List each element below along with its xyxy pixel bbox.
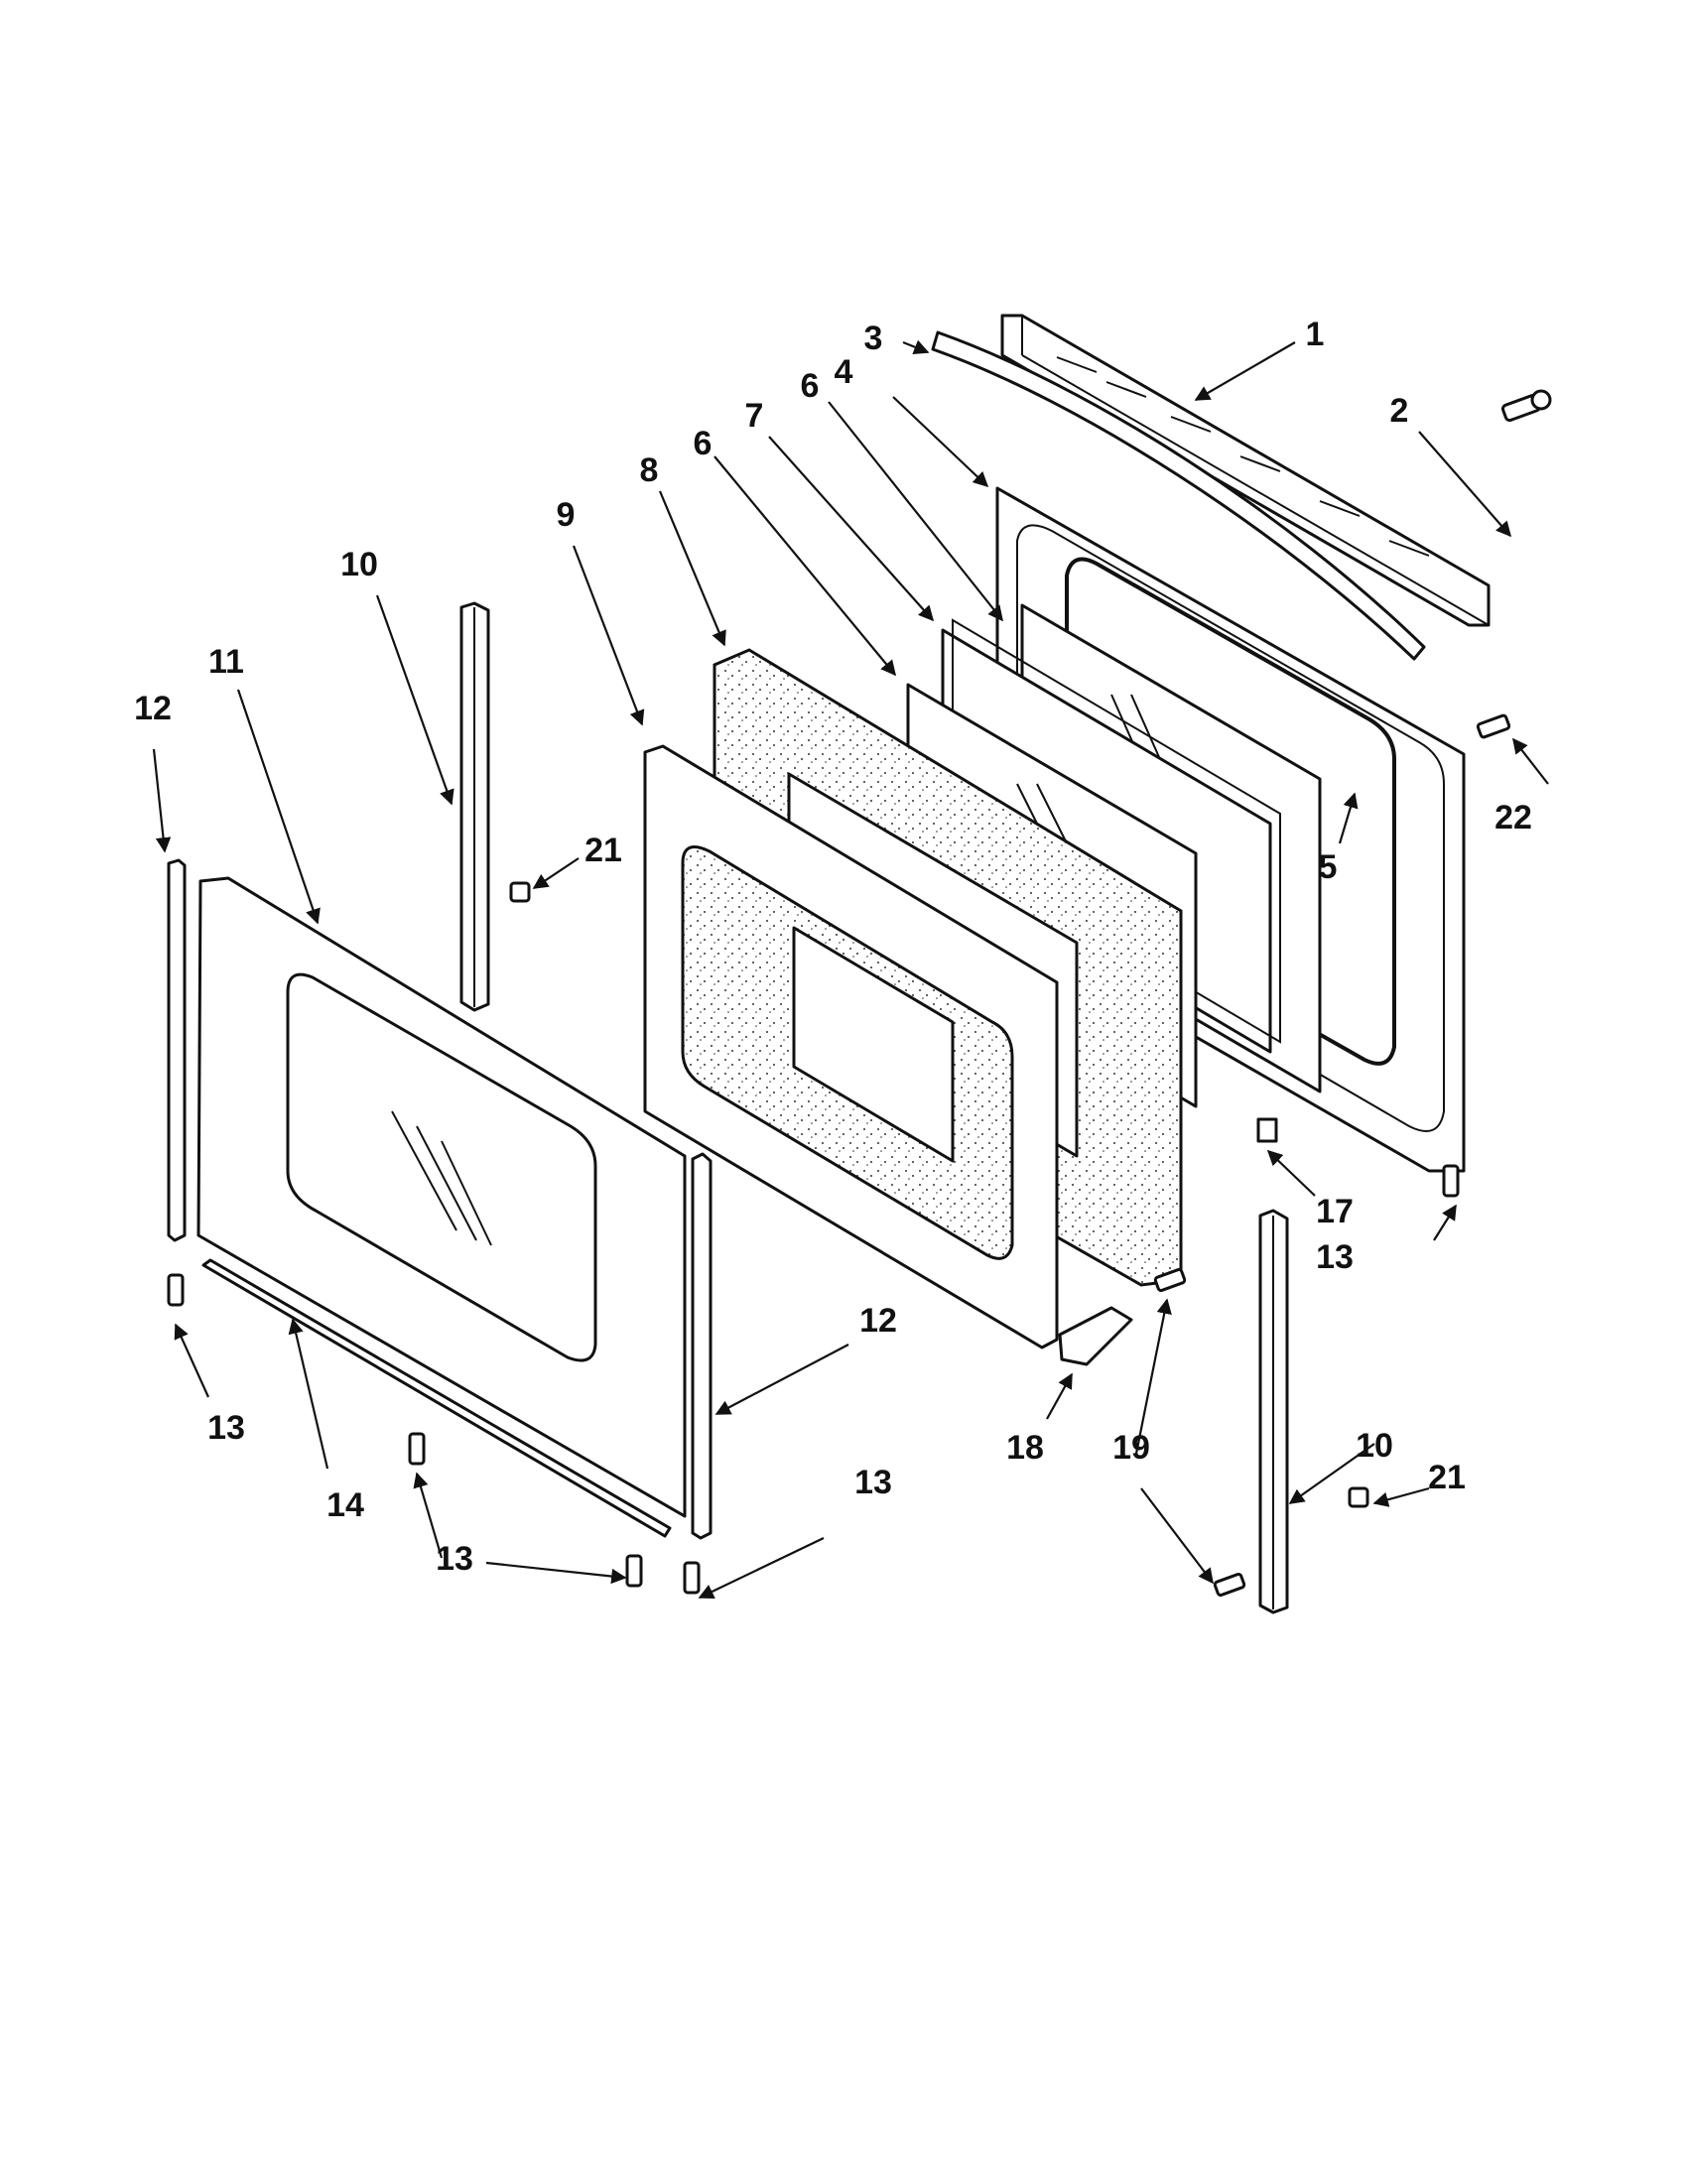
callout-13-bottom: 13 — [436, 1540, 473, 1578]
callout-13-left: 13 — [207, 1409, 245, 1447]
part-13-screw-right — [1442, 1164, 1460, 1198]
callout-6-upper: 6 — [801, 367, 820, 405]
part-21-clip-right — [1348, 1486, 1369, 1508]
part-13-screw-bottom-right — [625, 1554, 643, 1588]
part-10-left-hinge — [459, 601, 490, 1012]
part-13-screw-trim — [683, 1561, 701, 1595]
callout-5: 5 — [1319, 848, 1338, 886]
part-21-clip-left — [509, 881, 531, 903]
part-3-door-handle — [931, 330, 1426, 661]
part-19-screw-lower — [1213, 1572, 1246, 1598]
callout-10-left: 10 — [340, 546, 378, 583]
part-13-screw-left — [167, 1273, 185, 1307]
callout-21-left: 21 — [584, 832, 622, 869]
callout-labels: 1 2 3 4 5 6 6 7 8 9 10 10 11 12 12 13 13… — [134, 316, 1532, 1578]
part-17-clip — [1256, 1117, 1278, 1143]
part-19-screw-upper — [1153, 1267, 1187, 1293]
leader-lines — [152, 339, 1549, 1599]
callout-10-right: 10 — [1356, 1427, 1393, 1465]
callout-21-right: 21 — [1428, 1459, 1466, 1496]
callout-11: 11 — [208, 643, 244, 681]
callout-17: 17 — [1316, 1193, 1354, 1230]
callout-12-right: 12 — [859, 1302, 897, 1340]
part-22-screw — [1476, 713, 1511, 739]
part-2-screw — [1500, 389, 1552, 423]
callout-13-trim: 13 — [854, 1464, 892, 1501]
callout-12-left: 12 — [134, 690, 172, 727]
part-12-left-side-trim — [167, 858, 187, 1242]
part-10-right-hinge — [1258, 1209, 1289, 1614]
callout-18: 18 — [1006, 1429, 1044, 1467]
part-11-outer-door-panel — [196, 876, 687, 1518]
callout-9: 9 — [557, 496, 576, 534]
callout-1: 1 — [1306, 316, 1325, 353]
part-14-bottom-trim — [201, 1258, 672, 1538]
callout-7: 7 — [745, 397, 764, 435]
part-1-control-panel-trim — [1000, 314, 1491, 627]
part-12-right-side-trim — [691, 1152, 713, 1540]
callout-4: 4 — [835, 353, 853, 391]
callout-3: 3 — [864, 320, 883, 357]
part-13-screw-bottom-mid — [408, 1432, 426, 1466]
part-18-bracket — [1058, 1306, 1133, 1366]
callout-19: 19 — [1112, 1429, 1150, 1467]
callout-22: 22 — [1494, 799, 1532, 836]
callout-6-lower: 6 — [694, 425, 713, 462]
callout-13-right: 13 — [1316, 1238, 1354, 1276]
callout-8: 8 — [640, 451, 659, 489]
callout-14: 14 — [326, 1486, 364, 1524]
part-9-door-frame — [643, 744, 1059, 1349]
callout-2: 2 — [1390, 392, 1409, 430]
